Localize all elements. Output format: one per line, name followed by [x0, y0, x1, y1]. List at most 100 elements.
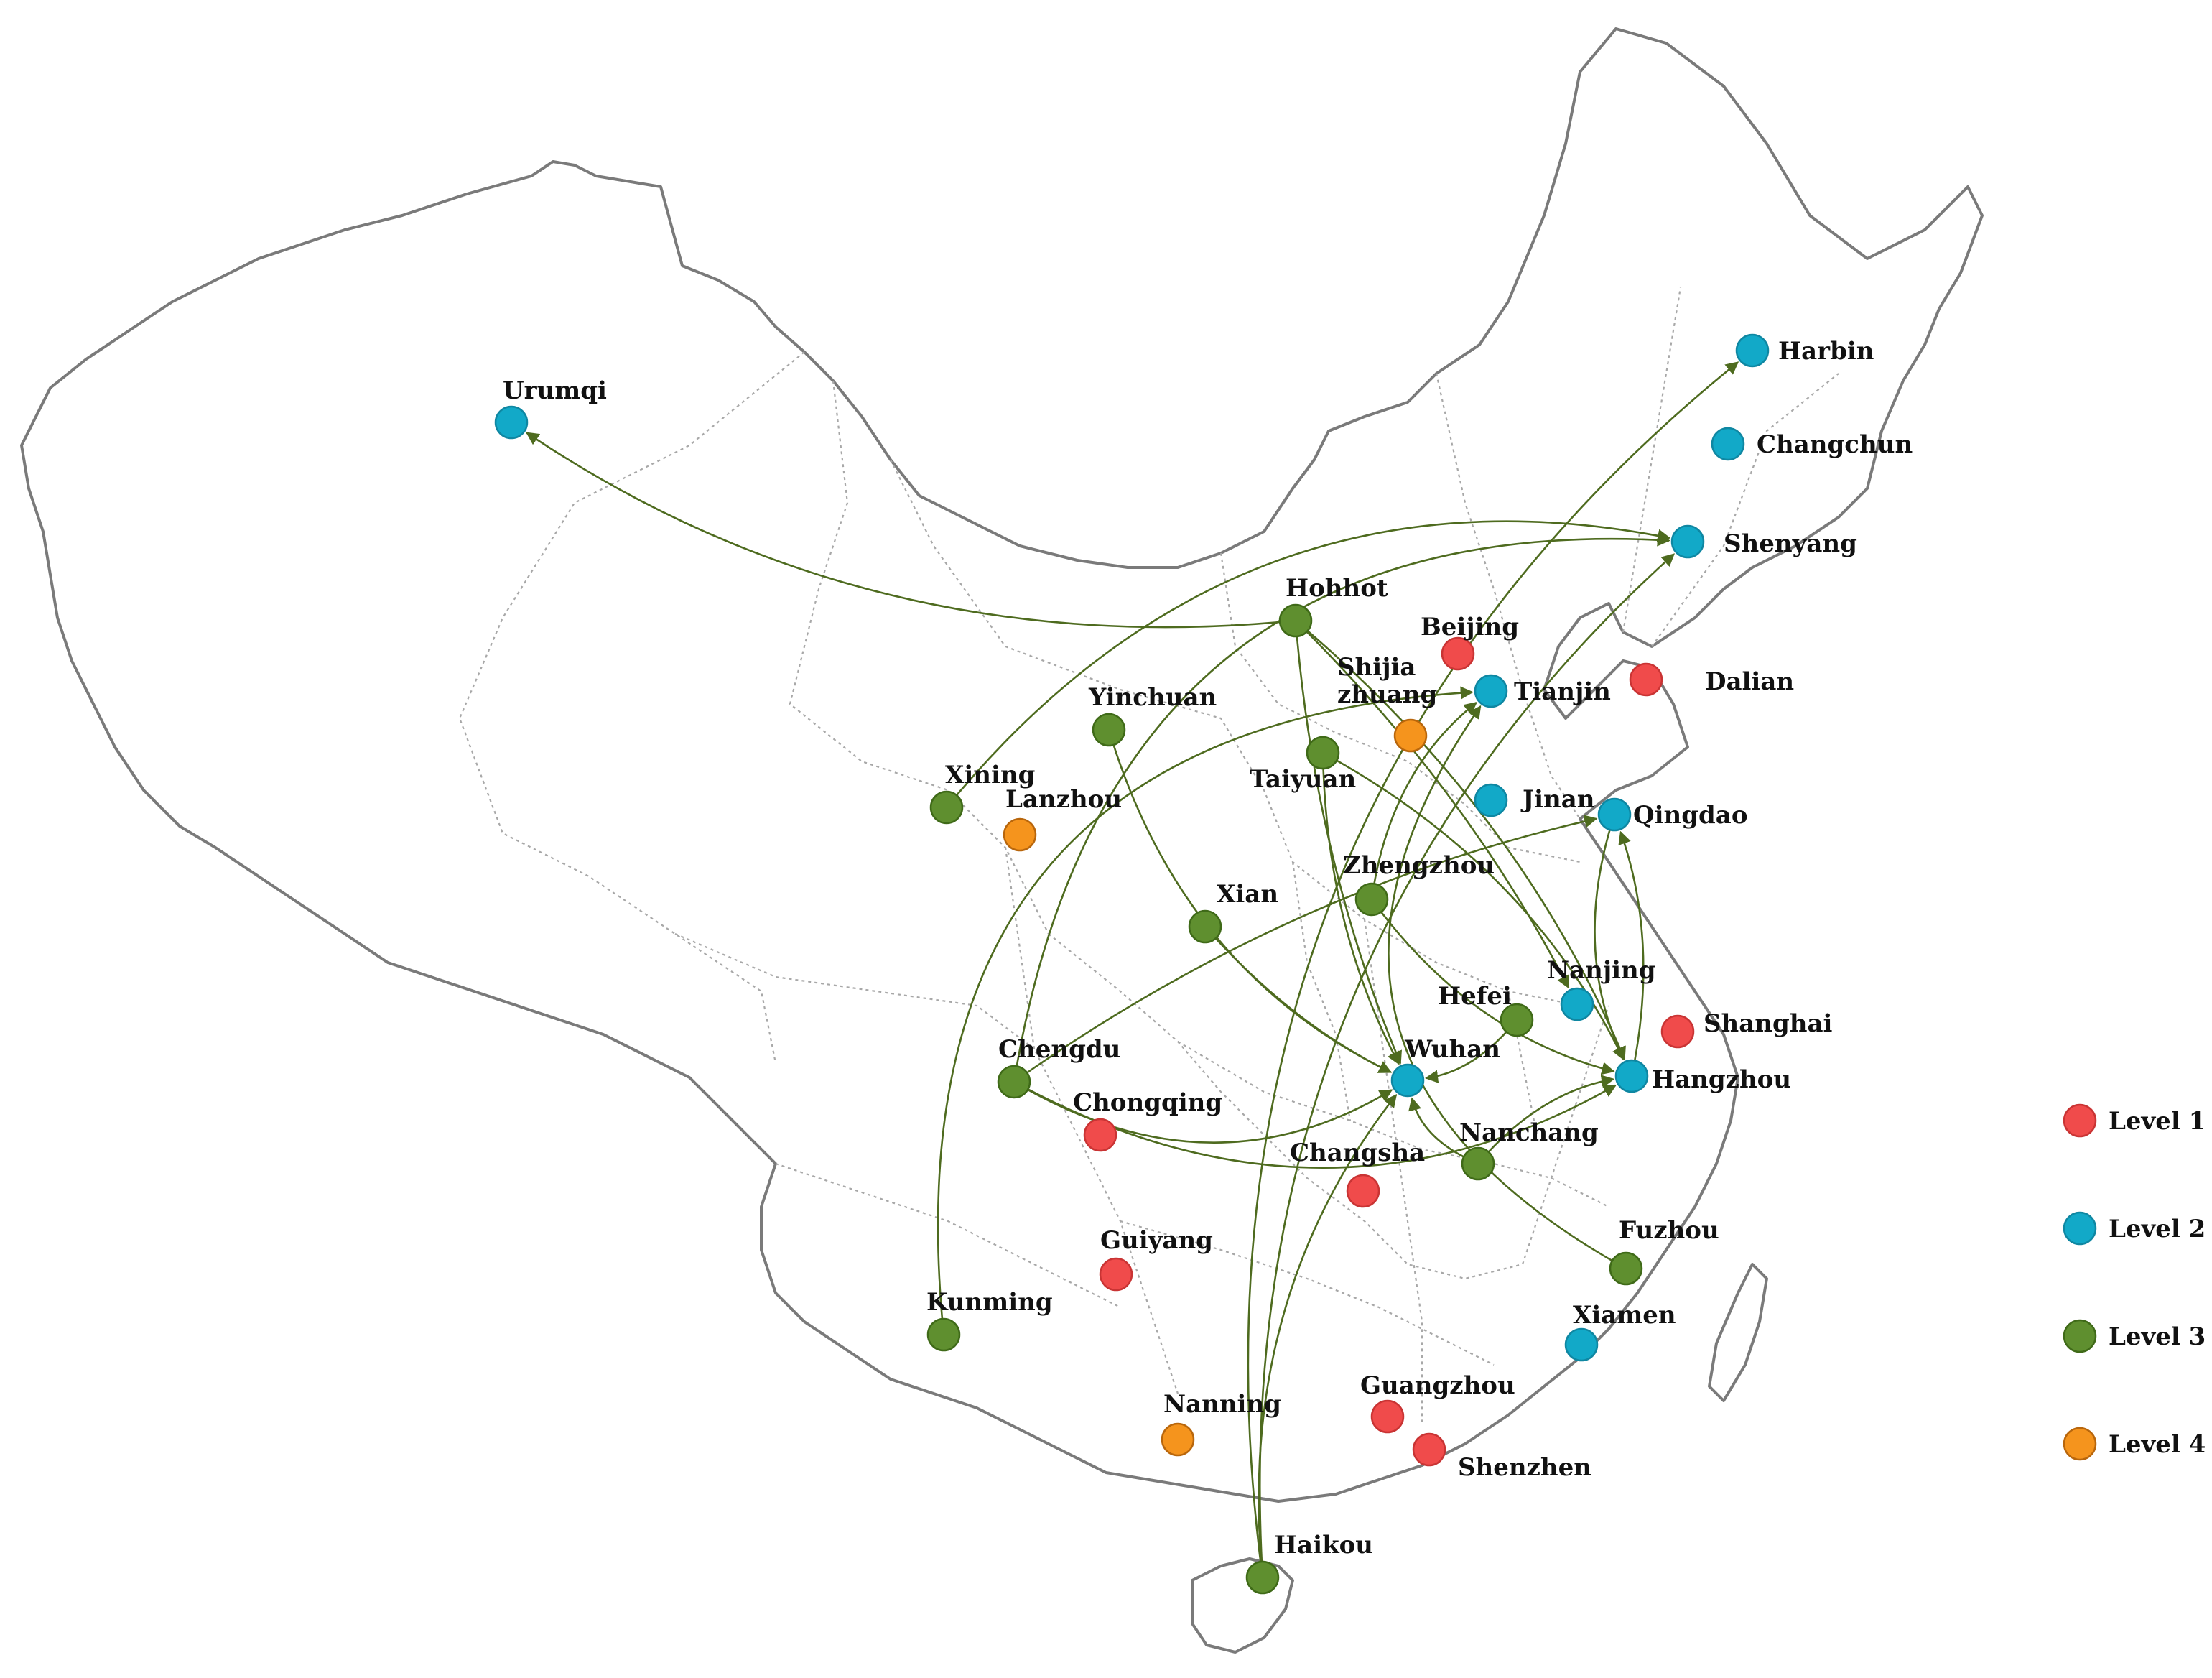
city-label-dalian: Dalian	[1705, 667, 1794, 696]
city-marker-xining	[929, 790, 964, 825]
city-markers: UrumqiHarbinChangchunShenyangHohhotBeiji…	[494, 333, 1913, 1595]
flow-kunming-to-tianjin	[937, 686, 1474, 1335]
city-marker-dalian	[1629, 662, 1663, 697]
city-label-fuzhou: Fuzhou	[1619, 1216, 1719, 1245]
city-marker-nanchang	[1461, 1146, 1495, 1181]
flow-lines	[526, 361, 1739, 1578]
city-label-hangzhou: Hangzhou	[1652, 1065, 1791, 1094]
city-marker-kunming	[926, 1317, 961, 1352]
city-chongqing: Chongqing	[1073, 1088, 1222, 1152]
city-qingdao: Qingdao	[1597, 797, 1748, 832]
city-marker-xian	[1188, 909, 1222, 944]
flow-xining-to-shenyang	[945, 520, 1671, 808]
city-label-urumqi: Urumqi	[503, 376, 607, 405]
city-marker-beijing	[1441, 636, 1475, 671]
city-changchun: Changchun	[1711, 427, 1913, 461]
city-label-shenyang: Shenyang	[1724, 529, 1857, 558]
city-marker-qingdao	[1597, 797, 1632, 832]
city-xiamen: Xiamen	[1564, 1301, 1676, 1362]
city-label-lanzhou: Lanzhou	[1005, 785, 1122, 814]
legend-label-level-1: Level 1	[2109, 1107, 2206, 1136]
city-label-wuhan: Wuhan	[1404, 1035, 1500, 1064]
city-marker-fuzhou	[1609, 1251, 1643, 1286]
city-label-harbin: Harbin	[1778, 337, 1874, 366]
flow-zhengzhou-to-hangzhou	[1370, 899, 1615, 1075]
city-fuzhou: Fuzhou	[1609, 1216, 1719, 1286]
city-label-nanjing: Nanjing	[1547, 956, 1656, 985]
city-marker-shanghai	[1660, 1014, 1695, 1049]
city-hangzhou: Hangzhou	[1614, 1059, 1791, 1094]
city-label-guiyang: Guiyang	[1100, 1226, 1213, 1255]
city-label-yinchuan: Yinchuan	[1088, 683, 1217, 712]
legend-item-level-3: Level 3	[2063, 1319, 2206, 1353]
flow-haikou-to-harbin	[1247, 361, 1739, 1578]
city-marker-shijiazhuang	[1393, 718, 1428, 753]
city-marker-guiyang	[1099, 1257, 1133, 1292]
city-marker-nanjing	[1560, 987, 1594, 1021]
legend-marker-level-4	[2063, 1427, 2097, 1461]
legend-label-level-2: Level 2	[2109, 1215, 2206, 1243]
city-label-changchun: Changchun	[1757, 430, 1913, 459]
legend-label-level-3: Level 3	[2109, 1322, 2206, 1351]
province-boundaries	[458, 287, 1839, 1422]
flow-taiyuan-to-hangzhou	[1322, 751, 1625, 1061]
city-marker-wuhan	[1390, 1063, 1425, 1098]
city-xining: Xining	[929, 761, 1035, 825]
city-marker-hangzhou	[1614, 1059, 1649, 1093]
city-marker-changsha	[1346, 1174, 1380, 1208]
city-haikou: Haikou	[1245, 1531, 1373, 1595]
flow-qingdao-to-hangzhou	[1594, 814, 1625, 1061]
city-lanzhou: Lanzhou	[1003, 785, 1122, 852]
hainan-outline	[1191, 1557, 1294, 1654]
city-label-zhengzhou: Zhengzhou	[1343, 851, 1495, 880]
flow-taiyuan-to-wuhan	[1321, 752, 1400, 1065]
city-marker-jinan	[1474, 783, 1508, 817]
flow-nanchang-to-hangzhou	[1477, 1075, 1615, 1164]
city-urumqi: Urumqi	[494, 376, 607, 440]
city-label-haikou: Haikou	[1274, 1531, 1373, 1559]
city-marker-shenyang	[1670, 524, 1705, 559]
city-label-jinan: Jinan	[1520, 785, 1594, 814]
city-label-hefei: Hefei	[1438, 982, 1512, 1011]
city-guiyang: Guiyang	[1099, 1226, 1213, 1292]
legend-label-level-4: Level 4	[2109, 1430, 2206, 1459]
flow-hangzhou-to-qingdao	[1618, 830, 1645, 1077]
legend-marker-level-2	[2063, 1211, 2097, 1246]
city-marker-changchun	[1711, 427, 1745, 461]
legend: Level 1 Level 2 Level 3 Level 4	[2063, 1103, 2206, 1461]
city-wuhan: Wuhan	[1390, 1035, 1500, 1098]
china-outline	[20, 27, 1984, 1503]
map-borders	[20, 27, 1984, 1654]
city-marker-haikou	[1245, 1560, 1280, 1595]
city-guangzhou: Guangzhou	[1360, 1371, 1515, 1434]
city-marker-tianjin	[1474, 674, 1508, 708]
city-marker-yinchuan	[1092, 713, 1126, 747]
city-marker-chongqing	[1083, 1118, 1117, 1152]
city-xian: Xian	[1188, 880, 1278, 944]
city-label-chongqing: Chongqing	[1073, 1088, 1222, 1117]
city-kunming: Kunming	[926, 1288, 1053, 1352]
city-label-xining: Xining	[945, 761, 1035, 789]
flow-hohhot-to-hangzhou	[1295, 620, 1626, 1060]
city-harbin: Harbin	[1735, 333, 1874, 368]
city-marker-harbin	[1735, 333, 1770, 368]
city-label-nanning: Nanning	[1163, 1390, 1281, 1419]
city-nanning: Nanning	[1161, 1390, 1281, 1457]
city-shenzhen: Shenzhen	[1412, 1432, 1591, 1482]
legend-item-level-4: Level 4	[2063, 1427, 2206, 1461]
city-hohhot: Hohhot	[1278, 574, 1388, 638]
city-zhengzhou: Zhengzhou	[1343, 851, 1495, 917]
city-taiyuan: Taiyuan	[1250, 736, 1356, 794]
flow-chengdu-to-shenyang	[1013, 533, 1670, 1083]
legend-marker-level-1	[2063, 1103, 2097, 1138]
city-chengdu: Chengdu	[997, 1035, 1120, 1099]
city-label-xiamen: Xiamen	[1573, 1301, 1676, 1330]
city-label-taiyuan: Taiyuan	[1250, 765, 1356, 794]
city-jinan: Jinan	[1474, 783, 1594, 817]
legend-item-level-1: Level 1	[2063, 1103, 2206, 1138]
city-label-hohhot: Hohhot	[1286, 574, 1388, 603]
city-label-shanghai: Shanghai	[1704, 1009, 1833, 1038]
city-label-qingdao: Qingdao	[1633, 801, 1748, 830]
